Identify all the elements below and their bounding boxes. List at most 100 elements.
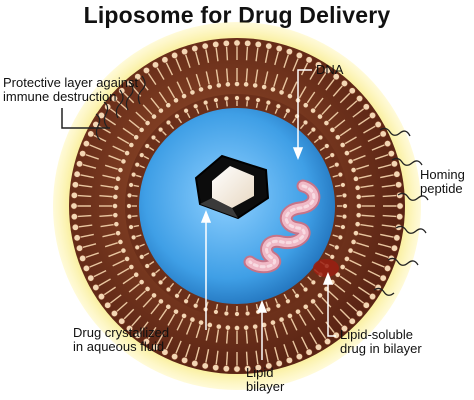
- outer-lipid-head: [201, 362, 209, 370]
- outer-inner-lipid-head: [151, 292, 157, 299]
- inner-lipid-head: [139, 254, 145, 260]
- outer-lipid-head: [181, 48, 189, 56]
- outer-inner-lipid-head: [350, 167, 357, 173]
- inner-lipid-head: [144, 143, 150, 149]
- outer-inner-lipid-head: [287, 313, 293, 319]
- inner-lipid-head: [213, 97, 219, 103]
- outer-lipid-head: [393, 170, 401, 178]
- outer-lipid-head: [104, 301, 112, 309]
- label-protective-layer: Protective layer against immune destruct…: [3, 76, 138, 104]
- label-homing-line1: Homing: [420, 167, 465, 182]
- inner-lipid-head: [150, 271, 157, 278]
- outer-lipid-head: [171, 353, 179, 361]
- inner-lipid-head: [310, 126, 317, 133]
- outer-inner-lipid-head: [278, 89, 285, 96]
- inner-lipid-head: [341, 192, 348, 199]
- outer-lipid-head: [393, 234, 401, 242]
- outer-lipid-head: [161, 348, 169, 356]
- outer-inner-lipid-head: [350, 239, 357, 245]
- outer-inner-lipid-head: [243, 81, 250, 88]
- inner-lipid-head: [341, 213, 348, 220]
- inner-lipid-head: [130, 171, 137, 178]
- inner-lipid-head: [329, 254, 335, 260]
- inner-lipid-head: [183, 108, 189, 114]
- outer-lipid-head: [369, 293, 377, 301]
- inner-lipid-head: [134, 244, 140, 251]
- inner-lipid-head: [234, 95, 240, 101]
- outer-inner-lipid-head: [215, 82, 222, 89]
- inner-lipid-head: [139, 152, 145, 158]
- outer-inner-lipid-head: [224, 81, 231, 88]
- outer-inner-lipid-head: [198, 319, 204, 326]
- outer-lipid-head: [390, 244, 398, 252]
- outer-lipid-head: [97, 293, 105, 301]
- outer-lipid-head: [222, 39, 230, 47]
- outer-inner-lipid-head: [138, 279, 145, 285]
- outer-inner-lipid-head: [234, 325, 240, 331]
- outer-lipid-head: [212, 40, 220, 48]
- outer-lipid-head: [110, 309, 118, 317]
- outer-inner-lipid-head: [215, 323, 222, 330]
- outer-inner-lipid-head: [323, 120, 330, 126]
- label-drug-crystallized: Drug crystallized in aqueous fluid: [73, 326, 169, 354]
- inner-lipid-head: [130, 234, 137, 241]
- outer-inner-lipid-head: [181, 313, 187, 319]
- label-protective-line2: immune destruction: [3, 89, 117, 104]
- outer-inner-lipid-head: [151, 113, 157, 120]
- outer-lipid-head: [126, 325, 134, 333]
- outer-lipid-head: [79, 150, 87, 158]
- outer-inner-lipid-head: [115, 230, 121, 237]
- outer-lipid-head: [369, 111, 377, 119]
- outer-inner-lipid-head: [344, 150, 350, 156]
- outer-lipid-head: [265, 362, 273, 370]
- outer-inner-lipid-head: [287, 93, 293, 99]
- outer-inner-lipid-head: [198, 86, 204, 93]
- outer-inner-lipid-head: [128, 142, 135, 148]
- inner-lipid-head: [285, 298, 291, 304]
- outer-inner-lipid-head: [138, 127, 145, 133]
- outer-lipid-head: [384, 264, 392, 272]
- inner-lipid-head: [126, 203, 132, 209]
- outer-lipid-head: [356, 309, 364, 317]
- inner-lipid-head: [144, 263, 150, 269]
- outer-inner-lipid-head: [112, 203, 118, 209]
- outer-lipid-head: [314, 61, 322, 69]
- outer-lipid-head: [314, 343, 322, 351]
- outer-inner-lipid-head: [261, 84, 268, 90]
- inner-lipid-head: [128, 224, 134, 230]
- outer-lipid-head: [70, 213, 78, 221]
- outer-lipid-head: [374, 283, 382, 291]
- outer-inner-lipid-head: [310, 107, 316, 114]
- inner-lipid-head: [174, 113, 180, 119]
- outer-lipid-head: [171, 51, 179, 59]
- outer-lipid-head: [244, 39, 252, 47]
- outer-inner-lipid-head: [252, 82, 259, 89]
- outer-lipid-head: [285, 48, 293, 56]
- outer-inner-lipid-head: [317, 292, 323, 299]
- outer-lipid-head: [348, 317, 356, 325]
- inner-lipid-head: [150, 134, 157, 141]
- outer-lipid-head: [305, 56, 313, 64]
- outer-lipid-head: [379, 130, 387, 138]
- outer-inner-lipid-head: [120, 247, 127, 254]
- outer-lipid-head: [92, 283, 100, 291]
- label-lipid-bilayer: Lipid bilayer: [246, 366, 284, 394]
- outer-inner-lipid-head: [252, 323, 259, 330]
- label-homing-peptide: Homing peptide: [420, 168, 465, 196]
- outer-inner-lipid-head: [165, 102, 172, 109]
- inner-lipid-head: [334, 161, 340, 168]
- outer-lipid-head: [396, 202, 404, 210]
- outer-lipid-head: [126, 79, 134, 87]
- outer-inner-lipid-head: [112, 212, 119, 219]
- outer-inner-lipid-head: [353, 230, 359, 237]
- inner-lipid-head: [265, 306, 272, 313]
- inner-lipid-head: [128, 182, 134, 188]
- outer-inner-lipid-head: [354, 184, 361, 191]
- outer-inner-lipid-head: [302, 102, 309, 109]
- inner-lipid-head: [275, 303, 282, 309]
- inner-lipid-head: [317, 134, 324, 141]
- outer-lipid-head: [76, 244, 84, 252]
- outer-inner-lipid-head: [124, 256, 130, 262]
